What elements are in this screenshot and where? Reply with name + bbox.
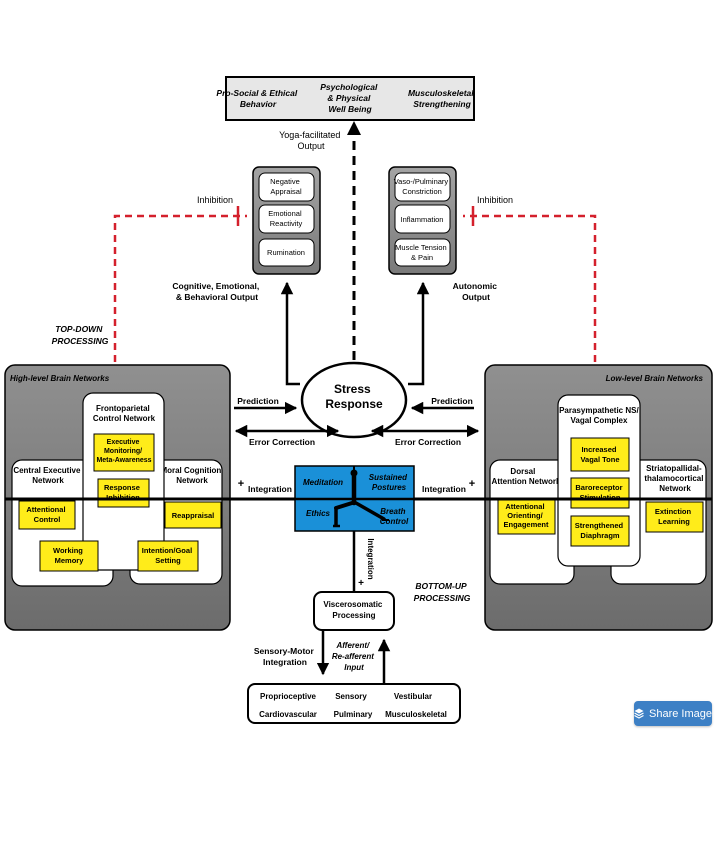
viscerosomatic-box: Viscerosomatic Processing bbox=[313, 591, 395, 631]
svg-text:Working Memory: Working Memory bbox=[53, 546, 85, 565]
high-level-panel: High-level Brain Networks Central Execut… bbox=[4, 364, 231, 631]
svg-text:Striatopallidal- thalamo: Striatopallidal- thalamocortical Network bbox=[644, 464, 705, 493]
sensory-inputs-box: Proprioceptive Sensory Vestibular Cardio… bbox=[247, 683, 461, 724]
error-correction-right-label: Error Correction bbox=[395, 437, 461, 447]
svg-text:Increased Vagal Tone: Increased Vagal Tone bbox=[580, 445, 619, 464]
attentional-orienting bbox=[497, 499, 556, 535]
integration-vertical-label: Integration bbox=[366, 538, 375, 579]
yoga-pose-icon bbox=[333, 466, 389, 528]
svg-text:Stress Response: Stress Response bbox=[325, 382, 383, 411]
prediction-left-label: Prediction bbox=[237, 396, 279, 406]
afferent-label: Afferent/ Re-afferent Input bbox=[332, 641, 376, 672]
intention-goal-setting bbox=[137, 540, 199, 572]
muscle-tension: Muscle Tension & Pain bbox=[395, 243, 449, 262]
sustained-postures-label: Sustained Postures bbox=[369, 473, 409, 492]
cognitive-output-box: Negative Appraisal Emotional Reactivity … bbox=[252, 166, 321, 275]
svg-text:Dorsal Attention Network: Dorsal Attention Network bbox=[492, 467, 561, 486]
layers-icon bbox=[634, 708, 644, 719]
inhibition-right-label: Inhibition bbox=[477, 195, 513, 205]
svg-text:Attentional Orienting/: Attentional Orienting/ Engagement bbox=[503, 502, 549, 529]
svg-text:Viscerosomatic Processin: Viscerosomatic Processing bbox=[323, 600, 384, 620]
integration-right-label: Integration bbox=[422, 484, 466, 494]
input-sensory: Sensory bbox=[335, 692, 367, 701]
response-inhibition bbox=[97, 478, 150, 508]
input-pulminary: Pulminary bbox=[334, 710, 373, 719]
increased-vagal-tone bbox=[570, 437, 630, 472]
ethics-label: Ethics bbox=[306, 509, 331, 518]
svg-text:Attentional Control: Attentional Control bbox=[26, 505, 67, 524]
input-cardiovascular: Cardiovascular bbox=[259, 710, 317, 719]
prediction-right-label: Prediction bbox=[431, 396, 473, 406]
svg-text:Parasympathetic NS/ Vaga: Parasympathetic NS/ Vagal Complex bbox=[559, 406, 641, 425]
output-wellbeing: Psychological & Physical Well Being bbox=[320, 82, 380, 114]
top-down-label: TOP-DOWN PROCESSING bbox=[52, 324, 109, 346]
error-correction-left-label: Error Correction bbox=[249, 437, 315, 447]
yoga-output-arrowhead bbox=[347, 121, 361, 135]
low-level-title: Low-level Brain Networks bbox=[606, 374, 704, 383]
inhibition-right-path bbox=[463, 206, 597, 362]
inflammation: Inflammation bbox=[401, 215, 444, 224]
integration-left-plus: + bbox=[238, 478, 244, 490]
svg-text:Frontoparietal Control N: Frontoparietal Control Network bbox=[93, 404, 156, 423]
emotional-reactivity: Emotional Reactivity bbox=[268, 209, 303, 228]
negative-appraisal: Negative Appraisal bbox=[270, 177, 302, 196]
rumination: Rumination bbox=[267, 248, 305, 257]
yoga-practice-box: Meditation Sustained Postures Ethics Bre… bbox=[294, 465, 415, 532]
inhibition-left-path bbox=[113, 206, 247, 362]
autonomic-output-label: Autonomic Output bbox=[453, 281, 500, 302]
executive-monitoring bbox=[93, 433, 155, 472]
svg-text:Reappraisal: Reappraisal bbox=[172, 511, 215, 520]
high-level-title: High-level Brain Networks bbox=[10, 374, 110, 383]
stress-to-cognitive-arrow bbox=[280, 281, 300, 386]
cognitive-output-label: Cognitive, Emotional, & Behavioral Outpu… bbox=[172, 281, 261, 302]
output-musculoskeletal: Musculoskeletal Strengthening bbox=[408, 88, 476, 109]
share-image-button[interactable]: Share Image bbox=[634, 701, 712, 726]
input-proprioceptive: Proprioceptive bbox=[260, 692, 317, 701]
bottom-up-label: BOTTOM-UP PROCESSING bbox=[414, 581, 471, 603]
vaso-constriction: Vaso-/Pulminary Constriction bbox=[394, 177, 451, 196]
yoga-output-label: Yoga-facilitated Output bbox=[279, 130, 343, 151]
stress-response: Stress Response bbox=[300, 361, 408, 439]
reappraisal bbox=[164, 501, 222, 529]
output-prosocial: Pro-Social & Ethical Behavior bbox=[216, 88, 299, 109]
autonomic-output-box: Vaso-/Pulminary Constriction Inflammatio… bbox=[388, 166, 457, 275]
attentional-control bbox=[18, 500, 76, 530]
strengthened-diaphragm bbox=[570, 515, 630, 547]
sensory-motor-label: Sensory-Motor Integration bbox=[254, 646, 316, 667]
svg-text:Executive Monitoring/: Executive Monitoring/ Meta-Awareness bbox=[96, 439, 151, 464]
breath-control-label: Breath Control bbox=[380, 507, 409, 526]
stress-to-autonomic-arrow bbox=[408, 281, 430, 386]
input-vestibular: Vestibular bbox=[394, 692, 432, 701]
baroreceptor-stimulation bbox=[570, 477, 630, 509]
svg-text:Central Executive Networ: Central Executive Network bbox=[13, 466, 82, 485]
outputs-box: Pro-Social & Ethical Behavior Psychologi… bbox=[216, 76, 476, 121]
integration-right-plus: + bbox=[469, 478, 475, 490]
meditation-label: Meditation bbox=[303, 478, 343, 487]
svg-text:Moral Cognition Network: Moral Cognition Network bbox=[160, 466, 223, 485]
extinction-learning bbox=[645, 501, 704, 533]
svg-text:Strengthened Diaphragm: Strengthened Diaphragm bbox=[575, 521, 625, 540]
integration-vertical-plus: + bbox=[358, 578, 364, 589]
input-musculoskeletal: Musculoskeletal bbox=[385, 710, 447, 719]
working-memory bbox=[39, 540, 99, 572]
share-image-label: Share Image bbox=[649, 707, 712, 720]
svg-text:Intention/Goal Setting: Intention/Goal Setting bbox=[142, 546, 195, 565]
inhibition-left-label: Inhibition bbox=[197, 195, 233, 205]
svg-text:Extinction Learning: Extinction Learning bbox=[655, 507, 693, 526]
integration-left-label: Integration bbox=[248, 484, 292, 494]
